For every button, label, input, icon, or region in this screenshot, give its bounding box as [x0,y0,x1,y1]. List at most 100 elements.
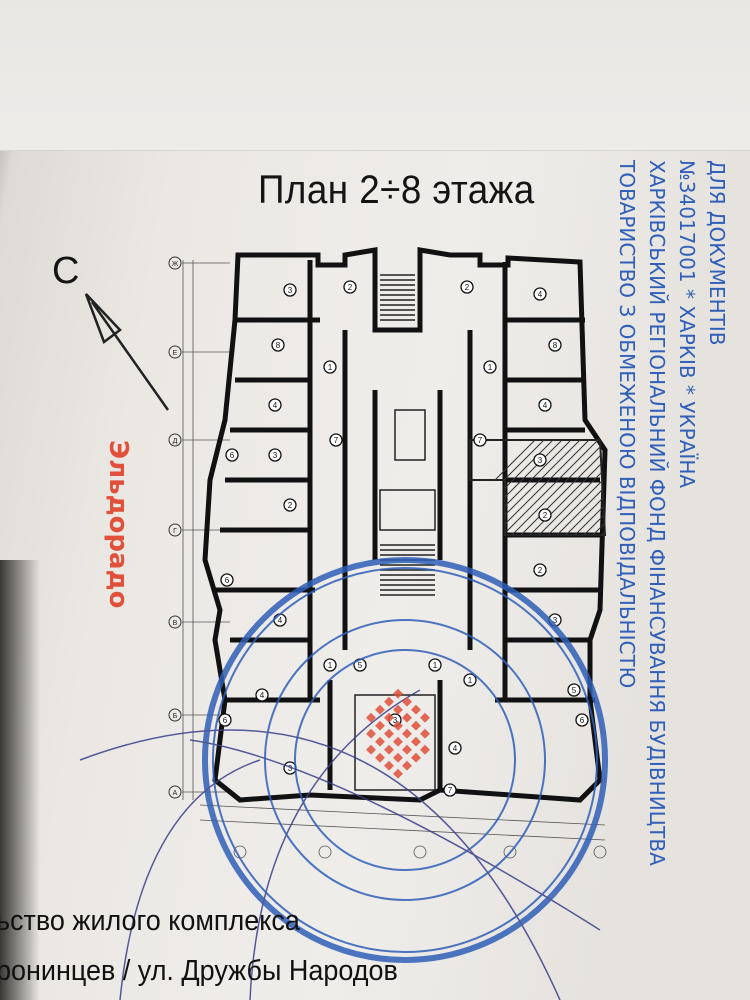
hatch-line [565,440,605,535]
mosaic-tile [384,712,394,723]
room-number-marker [271,338,285,352]
room-number: 5 [572,686,577,695]
room-number-marker [460,280,474,294]
mosaic-tile [375,752,385,763]
room-number: 3 [393,716,398,725]
mosaic-tile [366,744,376,755]
edge-shadow [0,560,40,1000]
room-number: 4 [538,290,543,299]
room-number: 4 [543,401,548,410]
room-number-marker [448,741,462,755]
hatch-line [502,440,604,535]
plan-title: План 2÷8 этажа [258,168,535,212]
room-number: 2 [543,511,548,520]
room-number-marker [268,398,282,412]
room-number-marker [268,448,282,462]
room-number-marker [473,433,487,447]
axis-marker [168,785,182,799]
axis-label: Ж [172,261,179,268]
room-number-marker [225,448,239,462]
mosaic-tile [420,728,430,739]
axis-label: А [173,790,178,797]
north-arrow-icon [84,293,170,411]
stamp-center-text: ДЛЯ ДОКУМЕНТІВ [705,160,729,345]
outer-wall [202,247,608,803]
room-number-marker [575,713,589,727]
mosaic-tile [384,744,394,755]
room-number: 6 [225,576,230,585]
room-number-marker [533,563,547,577]
footer-line-1: ьство жилого комплекса [0,905,300,937]
room-number-marker [548,338,562,352]
stamp-code-text: №34017001 * ХАРКІВ * УКРАЇНА [675,160,699,488]
room-number: 2 [465,283,470,292]
mosaic-tile [411,704,421,715]
stamp-inner-text: ХАРКІВСЬКИЙ РЕГІОНАЛЬНИЙ ФОНД ФІНАНСУВАН… [645,160,669,866]
hatched-apartment [469,439,607,536]
axis-marker [318,845,332,859]
axis-marker [503,845,517,859]
room-number: 3 [288,764,293,773]
hatch-line [511,440,605,535]
room-number: 3 [538,456,543,465]
room-number: 3 [273,451,278,460]
elevator [394,409,426,461]
room-number-marker [329,433,343,447]
room-number: 7 [334,436,339,445]
room-number: 7 [478,436,483,445]
mosaic-tile [384,728,394,739]
north-label: С [52,250,80,292]
mosaic-tile [366,728,376,739]
hatch-line [547,440,605,535]
room-number: 7 [448,786,453,795]
room-number-marker [283,498,297,512]
room-number-marker [343,280,357,294]
hatch-line [574,440,605,535]
axis-marker [413,845,427,859]
mosaic-tile [384,760,394,771]
room-number: 1 [468,676,473,685]
hatch-line [493,440,595,535]
room-number-marker [483,360,497,374]
axis-marker [168,615,182,629]
room-number-marker [323,360,337,374]
room-number: 3 [288,286,293,295]
axis-label: Б [173,713,178,720]
axis-marker [168,345,182,359]
axis-label: Д [173,438,178,445]
mosaic-tile [402,744,412,755]
room-number: 4 [278,616,283,625]
mosaic-tile [384,696,394,707]
axis-marker [168,256,182,270]
dimension-line [199,804,606,826]
room-number-marker [255,688,269,702]
mosaic-tile [402,728,412,739]
footer-line-2: ронинцев / ул. Дружбы Народов [0,955,398,987]
axis-marker [593,845,607,859]
mosaic-tile [393,688,403,699]
room-number: 1 [433,661,438,670]
mosaic-tile [393,736,403,747]
room-number-marker [463,673,477,687]
mosaic-tile [411,752,421,763]
hatch-line [583,440,605,535]
room-number: 5 [358,661,363,670]
room-number-marker [218,713,232,727]
room-number: 2 [538,566,543,575]
room-number: 1 [328,363,333,372]
elevator [379,489,436,531]
room-number-marker [533,287,547,301]
mosaic-tile [393,768,403,779]
room-number-marker [428,658,442,672]
dimension-line [199,819,606,841]
room-number: 4 [453,744,458,753]
room-number-marker [538,508,552,522]
room-number-marker [323,658,337,672]
axis-label: Г [173,528,177,535]
mosaic-tile [375,736,385,747]
room-number: 2 [348,283,353,292]
mosaic-tile [375,720,385,731]
room-number-marker [567,683,581,697]
room-number: 6 [223,716,228,725]
